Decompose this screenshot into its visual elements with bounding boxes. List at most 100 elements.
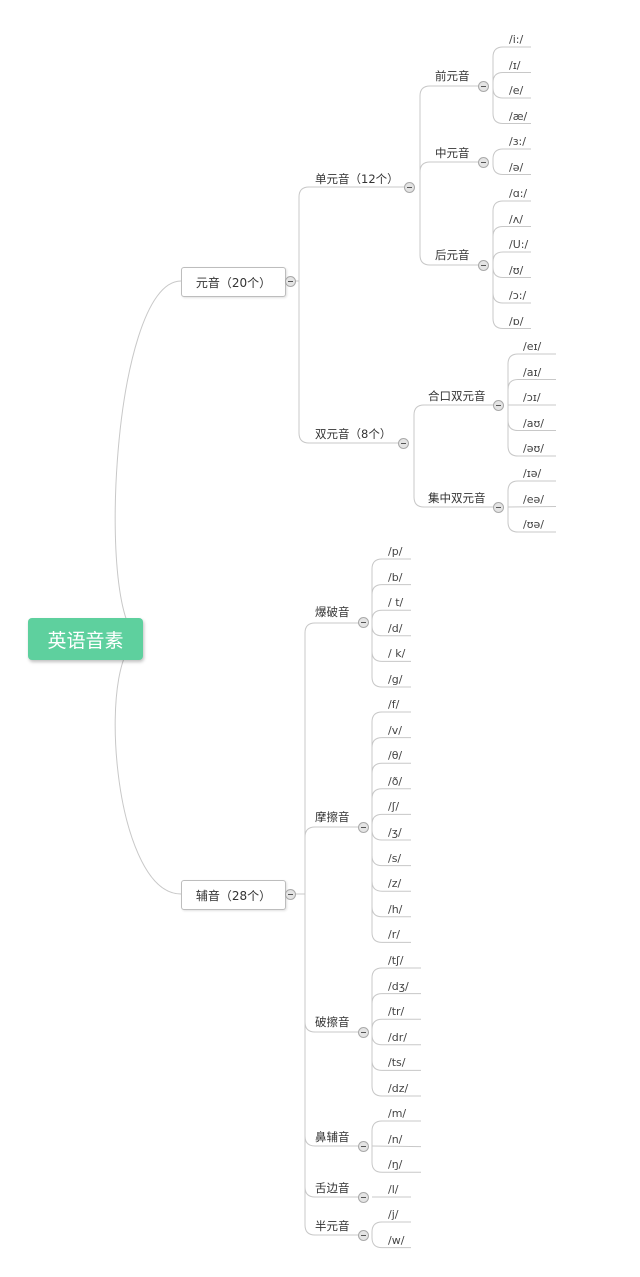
link-diphthong-branch bbox=[413, 443, 498, 508]
link-consonants-branch bbox=[304, 826, 362, 894]
nasal-connector bbox=[371, 1120, 421, 1146]
collapse-toggle-fricatives[interactable] bbox=[358, 822, 369, 833]
fricative-leaf[interactable]: /v/ bbox=[388, 723, 402, 737]
plosive-leaf[interactable]: /g/ bbox=[388, 673, 403, 686]
closing-diphthong-leaf[interactable]: /aɪ/ bbox=[523, 365, 542, 379]
link-monophthong-branch bbox=[419, 161, 483, 187]
collapse-toggle-back[interactable] bbox=[478, 260, 489, 271]
collapse-toggle-affricates[interactable] bbox=[358, 1027, 369, 1038]
collapse-toggle-front[interactable] bbox=[478, 81, 489, 92]
collapse-toggle-consonants[interactable] bbox=[285, 889, 296, 900]
back-vowel-connector bbox=[492, 226, 531, 265]
plosive-leaf[interactable]: / k/ bbox=[388, 647, 406, 661]
front-vowel-leaf[interactable]: /i:/ bbox=[509, 33, 524, 46]
plosive-leaf[interactable]: / t/ bbox=[388, 596, 404, 610]
collapse-toggle-semivowels[interactable] bbox=[358, 1230, 369, 1241]
back-vowel-leaf[interactable]: /U:/ bbox=[509, 238, 529, 251]
collapse-toggle-plosives[interactable] bbox=[358, 617, 369, 628]
link-root-consonants bbox=[114, 638, 182, 895]
collapse-toggle-monophthongs[interactable] bbox=[404, 182, 415, 193]
affricate-leaf[interactable]: /dr/ bbox=[388, 1030, 407, 1044]
closing-diphthong-connector bbox=[507, 379, 556, 405]
affricate-leaf[interactable]: /tr/ bbox=[388, 1005, 405, 1019]
front-vowel-leaf[interactable]: /æ/ bbox=[509, 109, 528, 123]
back-vowel-leaf[interactable]: /ɔ:/ bbox=[509, 289, 527, 302]
collapse-toggle-nasals[interactable] bbox=[358, 1141, 369, 1152]
lateral-label[interactable]: 舌边音 bbox=[315, 1181, 350, 1195]
link-consonants-branch bbox=[304, 894, 362, 1198]
fricative-leaf[interactable]: /s/ bbox=[388, 851, 402, 865]
diphthongs-label[interactable]: 双元音（8个） bbox=[315, 427, 392, 441]
front-vowel-leaf[interactable]: /ɪ/ bbox=[509, 58, 521, 72]
affricates-label[interactable]: 破擦音 bbox=[315, 1015, 350, 1029]
lateral-leaf[interactable]: /l/ bbox=[388, 1183, 399, 1196]
semivowel-leaf[interactable]: /j/ bbox=[388, 1208, 399, 1221]
semivowel-leaf[interactable]: /w/ bbox=[388, 1233, 405, 1247]
front-vowel-leaf[interactable]: /e/ bbox=[509, 84, 524, 97]
centering-diphthong-connector bbox=[507, 506, 557, 508]
root-node[interactable]: 英语音素 bbox=[28, 618, 143, 660]
closing-diphthong-leaf[interactable]: /eɪ/ bbox=[523, 340, 542, 353]
closing-diphthong-leaf[interactable]: /əʊ/ bbox=[523, 442, 544, 455]
plosives-label[interactable]: 爆破音 bbox=[315, 605, 350, 619]
link-consonants-branch bbox=[304, 622, 362, 894]
collapse-toggle-closing[interactable] bbox=[493, 400, 504, 411]
plosive-connector bbox=[371, 558, 411, 623]
central-vowel-connector bbox=[492, 148, 531, 162]
back-vowel-leaf[interactable]: /ɒ/ bbox=[509, 314, 524, 328]
link-root-vowels bbox=[114, 280, 182, 640]
fricative-leaf[interactable]: /f/ bbox=[388, 698, 400, 711]
centering-diphthongs-label[interactable]: 集中双元音 bbox=[428, 491, 486, 505]
collapse-toggle-diphthongs[interactable] bbox=[398, 438, 409, 449]
fricative-leaf[interactable]: /ʃ/ bbox=[388, 800, 400, 814]
closing-diphthong-leaf[interactable]: /aʊ/ bbox=[523, 416, 544, 430]
fricative-leaf[interactable]: /h/ bbox=[388, 902, 403, 916]
link-diphthong-branch bbox=[413, 404, 498, 443]
fricative-leaf[interactable]: /ʒ/ bbox=[388, 826, 402, 839]
nasal-leaf[interactable]: /m/ bbox=[388, 1107, 407, 1120]
collapse-toggle-centering[interactable] bbox=[493, 502, 504, 513]
centering-diphthong-leaf[interactable]: /ʊə/ bbox=[523, 518, 544, 531]
plosive-leaf[interactable]: /p/ bbox=[388, 545, 403, 558]
fricative-leaf[interactable]: /r/ bbox=[388, 928, 400, 942]
back-vowel-leaf[interactable]: /ʊ/ bbox=[509, 263, 524, 277]
affricate-leaf[interactable]: /tʃ/ bbox=[388, 954, 404, 967]
affricate-leaf[interactable]: /dʒ/ bbox=[388, 979, 409, 993]
front-vowel-connector bbox=[492, 72, 531, 86]
link-consonants-branch bbox=[304, 894, 362, 1033]
back-vowels-label[interactable]: 后元音 bbox=[435, 248, 470, 262]
semivowel-connector bbox=[371, 1235, 411, 1249]
collapse-toggle-lateral[interactable] bbox=[358, 1192, 369, 1203]
nasals-label[interactable]: 鼻辅音 bbox=[315, 1130, 350, 1144]
closing-diphthongs-label[interactable]: 合口双元音 bbox=[428, 389, 486, 403]
semivowels-label[interactable]: 半元音 bbox=[315, 1219, 350, 1233]
front-vowels-label[interactable]: 前元音 bbox=[435, 69, 470, 83]
back-vowel-leaf[interactable]: /ʌ/ bbox=[509, 212, 523, 226]
nasal-leaf[interactable]: /n/ bbox=[388, 1132, 403, 1146]
fricative-connector bbox=[371, 827, 411, 943]
affricate-leaf[interactable]: /ts/ bbox=[388, 1056, 406, 1070]
closing-diphthong-leaf[interactable]: /ɔɪ/ bbox=[523, 391, 541, 404]
plosive-leaf[interactable]: /b/ bbox=[388, 570, 403, 584]
back-vowel-connector bbox=[492, 265, 531, 329]
affricate-connector bbox=[371, 967, 421, 1032]
collapse-toggle-central[interactable] bbox=[478, 157, 489, 168]
central-vowel-leaf[interactable]: /ɜ:/ bbox=[509, 135, 526, 148]
fricatives-label[interactable]: 摩擦音 bbox=[315, 810, 350, 824]
nasal-leaf[interactable]: /ŋ/ bbox=[388, 1158, 403, 1172]
fricative-leaf[interactable]: /θ/ bbox=[388, 749, 403, 763]
monophthongs-label[interactable]: 单元音（12个） bbox=[315, 172, 399, 186]
centering-diphthong-leaf[interactable]: /eə/ bbox=[523, 492, 544, 506]
back-vowel-connector bbox=[492, 251, 531, 265]
centering-diphthong-leaf[interactable]: /ɪə/ bbox=[523, 467, 542, 480]
central-vowels-label[interactable]: 中元音 bbox=[435, 146, 470, 160]
plosive-leaf[interactable]: /d/ bbox=[388, 621, 403, 635]
vowels-node[interactable]: 元音（20个） bbox=[181, 267, 286, 297]
back-vowel-leaf[interactable]: /ɑ:/ bbox=[509, 187, 528, 200]
fricative-leaf[interactable]: /ð/ bbox=[388, 774, 403, 788]
consonants-node[interactable]: 辅音（28个） bbox=[181, 880, 286, 910]
fricative-leaf[interactable]: /z/ bbox=[388, 877, 402, 891]
affricate-leaf[interactable]: /dz/ bbox=[388, 1082, 409, 1095]
central-vowel-leaf[interactable]: /ə/ bbox=[509, 160, 524, 174]
collapse-toggle-vowels[interactable] bbox=[285, 276, 296, 287]
